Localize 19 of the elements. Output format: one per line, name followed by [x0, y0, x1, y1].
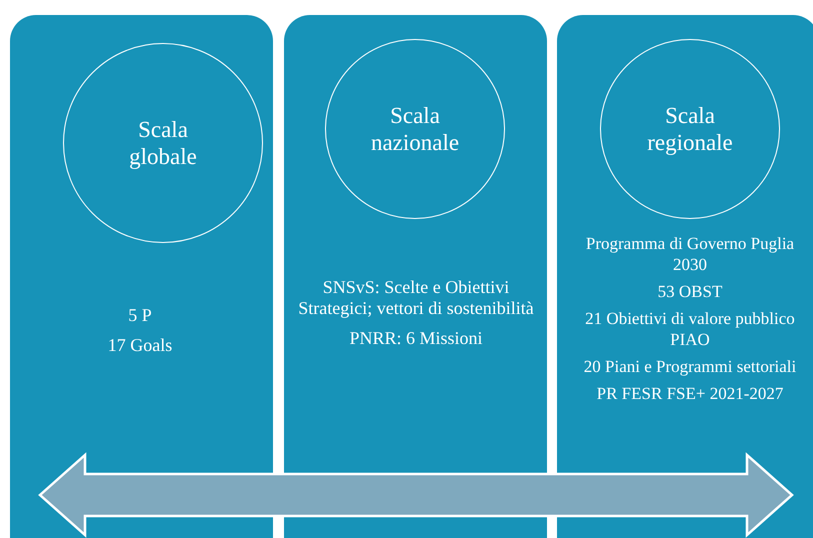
scale-panel	[10, 15, 273, 538]
scale-panel	[557, 15, 813, 538]
scale-title: Scala globale	[128, 116, 198, 170]
panel-text: 53 OBST	[658, 281, 722, 302]
scale-circle	[325, 39, 505, 219]
scale-title: Scala nazionale	[370, 102, 460, 156]
panel-text: 17 Goals	[108, 335, 172, 356]
panel-text: 20 Piani e Programmi settoriali	[584, 356, 796, 377]
panel-text: SNSvS: Scelte e Obiettivi Strategici; vettori di sostenibilità	[297, 277, 535, 319]
scale-circle	[63, 43, 263, 243]
panel-text: 21 Obiettivi di valore pubblico PIAO	[584, 308, 796, 350]
scale-title: Scala regionale	[646, 102, 734, 156]
panel-text: Programma di Governo Puglia 2030	[584, 233, 796, 275]
panel-text: PNRR: 6 Missioni	[349, 328, 483, 349]
scale-panel	[284, 15, 547, 538]
double-arrow	[38, 452, 794, 538]
panel-text: PR FESR FSE+ 2021-2027	[596, 383, 784, 404]
scale-circle	[600, 39, 780, 219]
panel-text: 5 P	[128, 305, 152, 326]
